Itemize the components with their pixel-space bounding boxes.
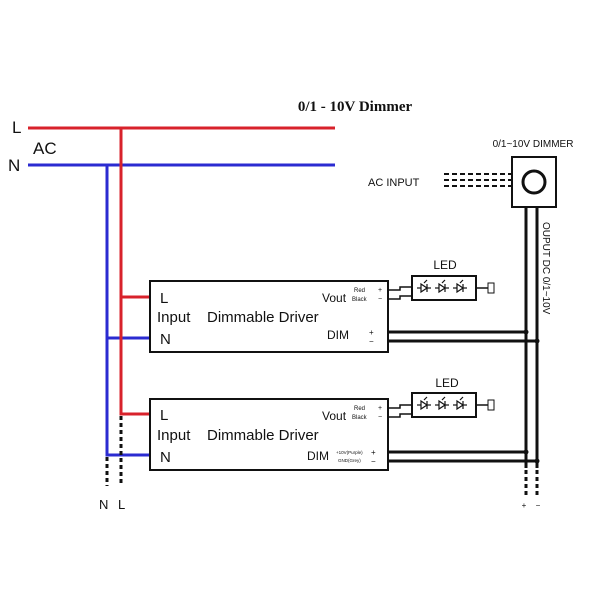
driver-2-dim-label: DIM	[307, 449, 329, 463]
driver-1-dim-plus: +	[369, 328, 374, 337]
driver-1-vout-plus: +	[378, 287, 382, 294]
driver-1-dim-minus: −	[369, 337, 374, 346]
dimmer-ac-input-label: AC INPUT	[368, 177, 420, 189]
dimmer-output-plus: +	[522, 501, 527, 510]
neutral-wires	[28, 163, 335, 457]
driver-2-title: Dimmable Driver	[207, 427, 319, 444]
driver-2: L Input Dimmable Driver N Vout Red Black…	[149, 376, 537, 471]
driver-1-red-label: Red	[354, 288, 365, 294]
dimmer-output-minus: −	[536, 501, 541, 510]
driver-2-led-end-cap	[487, 399, 495, 411]
dimmer-ac-input-wires	[444, 173, 512, 187]
driver-1-title: Dimmable Driver	[207, 309, 319, 326]
driver-1-l-terminal: L	[160, 290, 168, 307]
driver-1-dim-label: DIM	[327, 328, 349, 342]
dimmer-output-label: OUPUT DC 0/1~10V	[540, 222, 551, 315]
driver-2-dim-minus-note: GND(Grey)	[338, 458, 361, 463]
driver-1-dim-wires	[388, 330, 537, 343]
driver-1-black-label: Black	[352, 297, 368, 303]
driver-2-led-label: LED	[435, 376, 459, 390]
driver-1-input-label: Input	[157, 309, 191, 326]
driver-2-box	[149, 398, 389, 471]
neutral-drop-driver-2	[105, 165, 153, 457]
dimmer-output-continuation	[524, 470, 539, 498]
led-diode-icon	[453, 396, 467, 411]
line-wires	[28, 126, 335, 416]
driver-2-dim-plus: +	[371, 448, 376, 457]
led-diode-icon	[435, 396, 449, 411]
mains-continuation	[105, 416, 123, 486]
driver-2-black-label: Black	[352, 415, 368, 421]
dimmer: 0/1~10V DIMMER AC INPUT OUPUT DC 0/1~10V…	[368, 139, 573, 510]
driver-2-red-label: Red	[354, 406, 365, 412]
driver-1-n-terminal: N	[160, 331, 171, 348]
driver-2-vout-wires	[388, 404, 412, 418]
driver-1-led-label: LED	[433, 258, 457, 272]
driver-2-n-terminal: N	[160, 449, 171, 466]
bottom-line-label: L	[118, 497, 125, 512]
driver-1-vout-wires	[388, 286, 412, 300]
driver-1-vout-minus: −	[378, 296, 382, 303]
driver-1-box	[149, 280, 389, 353]
driver-2-l-terminal: L	[160, 407, 168, 424]
driver-2-dim-plus-note: +10V(Purple)	[336, 450, 363, 455]
driver-2-vout-label: Vout	[322, 409, 347, 423]
led-diode-icon	[417, 279, 431, 294]
driver-2-input-label: Input	[157, 427, 191, 444]
driver-2-dim-minus: −	[371, 457, 376, 466]
ac-label: AC	[33, 139, 57, 158]
driver-2-led-diodes	[417, 396, 467, 411]
dimmer-output-wires	[524, 207, 539, 468]
line-drop-driver-2	[119, 128, 153, 416]
driver-1-led-end-cap	[487, 282, 495, 294]
junction-dots	[523, 329, 540, 464]
driver-1-vout-label: Vout	[322, 291, 347, 305]
led-diode-icon	[435, 279, 449, 294]
driver-1: L Input Dimmable Driver N Vout Red Black…	[149, 258, 537, 353]
driver-2-vout-plus: +	[378, 405, 382, 412]
driver-1-led-diodes	[417, 279, 467, 294]
driver-2-dim-wires	[388, 450, 537, 463]
led-diode-icon	[417, 396, 431, 411]
diagram-title: 0/1 - 10V Dimmer	[298, 99, 413, 115]
dimmer-title: 0/1~10V DIMMER	[493, 139, 574, 150]
line-label: L	[12, 118, 21, 137]
bottom-neutral-label: N	[99, 497, 108, 512]
dimmer-knob-icon	[521, 169, 547, 195]
neutral-label: N	[8, 156, 20, 175]
driver-2-vout-minus: −	[378, 414, 382, 421]
led-diode-icon	[453, 279, 467, 294]
